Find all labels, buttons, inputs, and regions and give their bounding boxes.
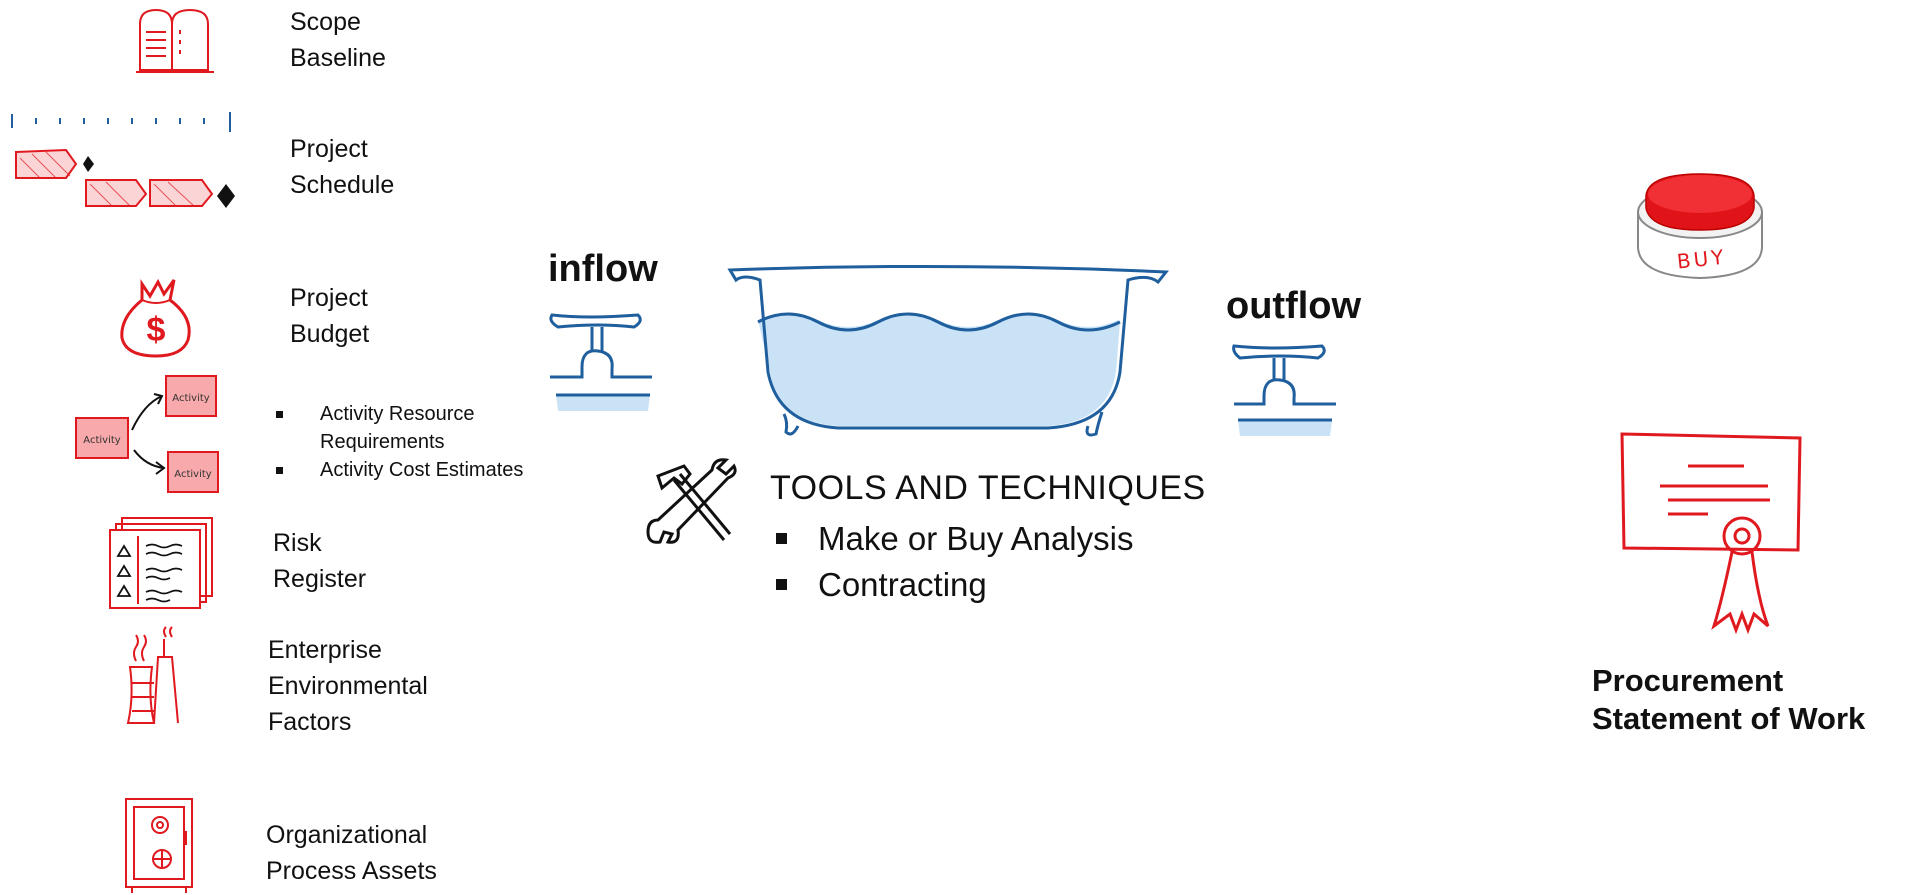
project-schedule-line-1: Project bbox=[290, 135, 368, 163]
buy-button-text: BUY bbox=[1676, 244, 1728, 273]
project-schedule-line-2: Schedule bbox=[290, 171, 395, 199]
scope-baseline-line-2: Baseline bbox=[290, 44, 386, 72]
eef-label: Enterprise Environmental Factors bbox=[268, 632, 428, 740]
tablet-icon bbox=[136, 8, 214, 73]
activity-resource-requirements-item: Activity Resource Requirements bbox=[272, 400, 562, 456]
outflow-faucet-icon bbox=[1232, 344, 1336, 436]
activity-box-text-1: Activity bbox=[83, 435, 120, 446]
procurement-sow-line-2: Statement of Work bbox=[1592, 701, 1866, 736]
inflow-label: inflow bbox=[548, 248, 658, 290]
hammer-wrench-icon bbox=[646, 458, 737, 544]
tools-list: Make or Buy Analysis Contracting bbox=[770, 516, 1270, 608]
gantt-schedule-icon bbox=[11, 112, 235, 208]
activity-resource-requirements-text: Activity Resource Requirements bbox=[320, 403, 475, 453]
activity-box-text-2: Activity bbox=[172, 393, 209, 404]
risk-register-line-1: Risk bbox=[273, 529, 322, 557]
opa-line-2: Process Assets bbox=[266, 857, 437, 885]
eef-line-2: Environmental bbox=[268, 672, 428, 700]
contracting-item: Contracting bbox=[770, 562, 1270, 608]
procurement-sow-label: Procurement Statement of Work bbox=[1592, 662, 1865, 738]
eef-line-1: Enterprise bbox=[268, 636, 382, 664]
safe-icon bbox=[125, 798, 193, 893]
make-or-buy-item: Make or Buy Analysis bbox=[770, 516, 1270, 562]
make-or-buy-text: Make or Buy Analysis bbox=[818, 520, 1134, 557]
project-schedule-label: Project Schedule bbox=[290, 131, 394, 203]
scope-baseline-label: Scope Baseline bbox=[290, 4, 386, 76]
money-bag-icon: $ bbox=[120, 278, 191, 358]
risk-register-line-2: Register bbox=[273, 565, 367, 593]
outflow-label: outflow bbox=[1226, 285, 1362, 327]
scope-baseline-line-1: Scope bbox=[290, 8, 361, 36]
svg-text:$: $ bbox=[147, 311, 166, 349]
project-budget-line-1: Project bbox=[290, 284, 368, 312]
contracting-text: Contracting bbox=[818, 566, 987, 603]
risk-register-label: Risk Register bbox=[273, 525, 366, 597]
tools-heading: TOOLS AND TECHNIQUES bbox=[770, 469, 1206, 507]
certificate-icon bbox=[1620, 432, 1802, 635]
activity-network-icon: Activity Activity Activity bbox=[75, 375, 219, 493]
opa-label: Organizational Process Assets bbox=[266, 817, 437, 889]
activity-box-text-3: Activity bbox=[174, 469, 211, 480]
activity-cost-estimates-item: Activity Cost Estimates bbox=[272, 456, 562, 484]
activity-cost-estimates-text: Activity Cost Estimates bbox=[320, 459, 524, 481]
bathtub-icon bbox=[727, 264, 1170, 437]
procurement-sow-line-1: Procurement bbox=[1592, 663, 1784, 698]
factory-towers-icon bbox=[126, 626, 179, 724]
project-budget-label: Project Budget bbox=[290, 280, 369, 352]
project-budget-line-2: Budget bbox=[290, 320, 370, 348]
buy-button-icon: BUY bbox=[1637, 173, 1763, 280]
opa-line-1: Organizational bbox=[266, 821, 428, 849]
eef-line-3: Factors bbox=[268, 708, 352, 736]
risk-register-icon bbox=[109, 517, 213, 609]
activity-inputs-list: Activity Resource Requirements Activity … bbox=[272, 400, 562, 484]
inflow-faucet-icon bbox=[549, 313, 652, 411]
